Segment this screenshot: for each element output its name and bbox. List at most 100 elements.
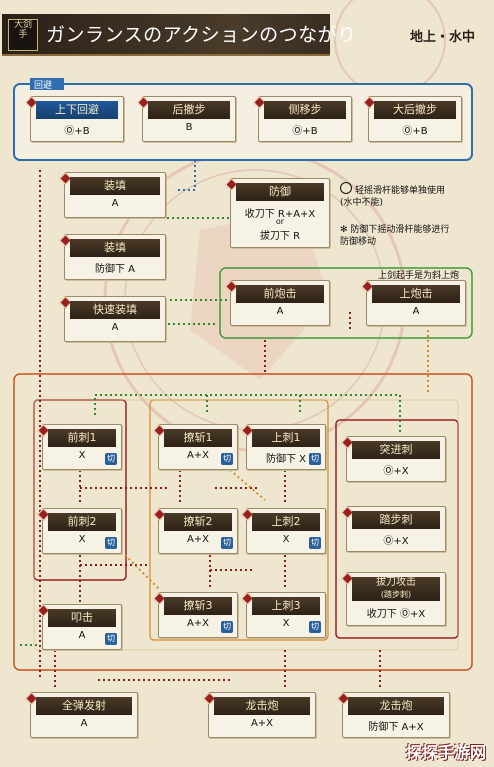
- action-card-upward-thrust-3[interactable]: 上刺3 X 切: [241, 592, 326, 638]
- action-card-upward-thrust-1[interactable]: 上刺1 防御下 X 切: [241, 424, 326, 470]
- action-name: 装填: [70, 177, 160, 195]
- action-input-drawn: 拔刀下 R: [259, 231, 301, 242]
- action-card-guard[interactable]: 防御 收刀下 R+A+X or 拔刀下 R: [225, 178, 330, 248]
- legend-stick-text: 轻摇滑杆能够单独使用 (水中不能): [340, 186, 446, 208]
- action-input-or: or: [275, 217, 285, 226]
- action-card-quick-reload[interactable]: 快速装填 A: [59, 296, 166, 342]
- action-name: 大后撤步: [374, 101, 456, 119]
- action-input: B: [185, 122, 193, 133]
- evade-group-label: 回避: [34, 81, 53, 91]
- page-title: ガンランスのアクションのつながり: [46, 24, 357, 46]
- action-card-ceyi[interactable]: 侧移步 Ⓞ+B: [253, 96, 352, 142]
- action-name-sub: (踏步刺): [380, 590, 412, 599]
- section-note: 上剑起手是为斜上炮: [378, 271, 460, 281]
- action-card-wyvern-fire[interactable]: 龙击炮 A+X: [203, 692, 316, 738]
- action-input: A: [276, 306, 284, 317]
- action-input: 防御下 A+X: [368, 722, 424, 733]
- action-name: 上刺1: [252, 429, 320, 447]
- cancel-badge: 切: [221, 537, 233, 549]
- weapon-icon: 大剑 手: [8, 19, 38, 51]
- action-name: 叩击: [48, 609, 116, 627]
- action-card-rising-slash-3[interactable]: 撩斩3 A+X 切: [153, 592, 238, 638]
- action-name: 撩斩2: [164, 513, 232, 531]
- action-input: A: [78, 630, 86, 641]
- action-name: 侧移步: [264, 101, 346, 119]
- action-name: 快速装填: [70, 301, 160, 319]
- action-name-main: 拔刀攻击: [376, 577, 416, 588]
- action-name: 踏步刺: [352, 511, 440, 529]
- action-card-thrust-2[interactable]: 前刺2 X 切: [37, 508, 122, 554]
- action-input: X: [282, 534, 290, 545]
- action-name: 装填: [70, 239, 160, 257]
- action-name: 防御: [236, 183, 324, 201]
- action-input: X: [282, 618, 290, 629]
- action-input: Ⓞ+B: [402, 126, 428, 137]
- action-name: 上下回避: [36, 101, 118, 119]
- action-card-upper-shell[interactable]: 上炮击 A: [361, 280, 466, 326]
- action-input: Ⓞ+X: [383, 466, 409, 477]
- action-card-lunge[interactable]: 突进刺 Ⓞ+X: [341, 436, 446, 482]
- action-card-guard-wyvern-fire[interactable]: 龙击炮 防御下 A+X: [337, 692, 450, 738]
- action-input: 防御下 X: [265, 454, 307, 465]
- action-name: 上刺2: [252, 513, 320, 531]
- action-card-rising-slash-2[interactable]: 撩斩2 A+X 切: [153, 508, 238, 554]
- action-card-dahouche[interactable]: 大后撤步 Ⓞ+B: [363, 96, 462, 142]
- action-input: A: [111, 322, 119, 333]
- action-card-shangxia[interactable]: 上下回避 Ⓞ+B: [25, 96, 124, 142]
- action-input: A: [80, 718, 88, 729]
- action-input: Ⓞ+B: [64, 126, 90, 137]
- page-header: 大剑 手 ガンランスのアクションのつながり 地上・水中: [2, 14, 492, 56]
- action-name: 全弹发射: [36, 697, 132, 715]
- action-card-upward-thrust-2[interactable]: 上刺2 X 切: [241, 508, 326, 554]
- action-card-rising-slash-1[interactable]: 撩斩1 A+X 切: [153, 424, 238, 470]
- context-note: 地上・水中: [410, 30, 476, 45]
- cancel-badge: 切: [105, 633, 117, 645]
- action-card-reload[interactable]: 装填 A: [59, 172, 166, 218]
- action-name: 前炮击: [236, 285, 324, 303]
- action-card-guard-reload[interactable]: 装填 防御下 A: [59, 234, 166, 280]
- action-input: A+X: [186, 534, 210, 545]
- title-bar: 大剑 手 ガンランスのアクションのつながり: [2, 14, 356, 56]
- action-input: X: [78, 534, 86, 545]
- site-watermark: 探探手游网: [405, 743, 486, 762]
- action-name: 撩斩1: [164, 429, 232, 447]
- action-name: 上刺3: [252, 597, 320, 615]
- action-input: 收刀下 Ⓞ+X: [366, 609, 426, 620]
- action-card-houche[interactable]: 后撤步 B: [137, 96, 236, 142]
- action-card-thrust-1[interactable]: 前刺1 X 切: [37, 424, 122, 470]
- action-input: Ⓞ+B: [292, 126, 318, 137]
- cancel-badge: 切: [221, 621, 233, 633]
- cancel-badge: 切: [105, 537, 117, 549]
- action-input: Ⓞ+X: [383, 536, 409, 547]
- cancel-badge: 切: [309, 537, 321, 549]
- action-name: 前刺2: [48, 513, 116, 531]
- action-input: 防御下 A: [94, 264, 136, 275]
- action-input: A: [111, 198, 119, 209]
- cancel-badge: 切: [221, 453, 233, 465]
- cancel-badge: 切: [309, 453, 321, 465]
- action-name: 前刺1: [48, 429, 116, 447]
- stick-icon: [340, 182, 352, 194]
- action-name: 后撤步: [148, 101, 230, 119]
- action-name: 龙击炮: [348, 697, 444, 715]
- action-input: A+X: [186, 450, 210, 461]
- asterisk-icon: ✻: [340, 225, 351, 235]
- action-name: 突进刺: [352, 441, 440, 459]
- legend-guard: ✻ 防御下摇动滑杆能够进行 防御移动: [340, 224, 449, 248]
- action-input: A+X: [186, 618, 210, 629]
- legend-guard-text: 防御下摇动滑杆能够进行 防御移动: [340, 225, 450, 247]
- action-input-sheathed: 收刀下 R+A+X: [244, 209, 316, 220]
- action-name: 拔刀攻击 (踏步刺): [352, 577, 440, 601]
- action-card-draw-attack[interactable]: 拔刀攻击 (踏步刺) 收刀下 Ⓞ+X: [341, 572, 446, 626]
- cancel-badge: 切: [309, 621, 321, 633]
- action-name: 上炮击: [372, 285, 460, 303]
- action-card-full-burst[interactable]: 全弹发射 A: [25, 692, 138, 738]
- action-name: 龙击炮: [214, 697, 310, 715]
- action-card-slam[interactable]: 叩击 A 切: [37, 604, 122, 650]
- action-input: A: [412, 306, 420, 317]
- action-card-forward-shell[interactable]: 前炮击 A: [225, 280, 330, 326]
- action-name: 撩斩3: [164, 597, 232, 615]
- legend-stick: 轻摇滑杆能够单独使用 (水中不能): [340, 182, 445, 209]
- action-card-step-thrust[interactable]: 踏步刺 Ⓞ+X: [341, 506, 446, 552]
